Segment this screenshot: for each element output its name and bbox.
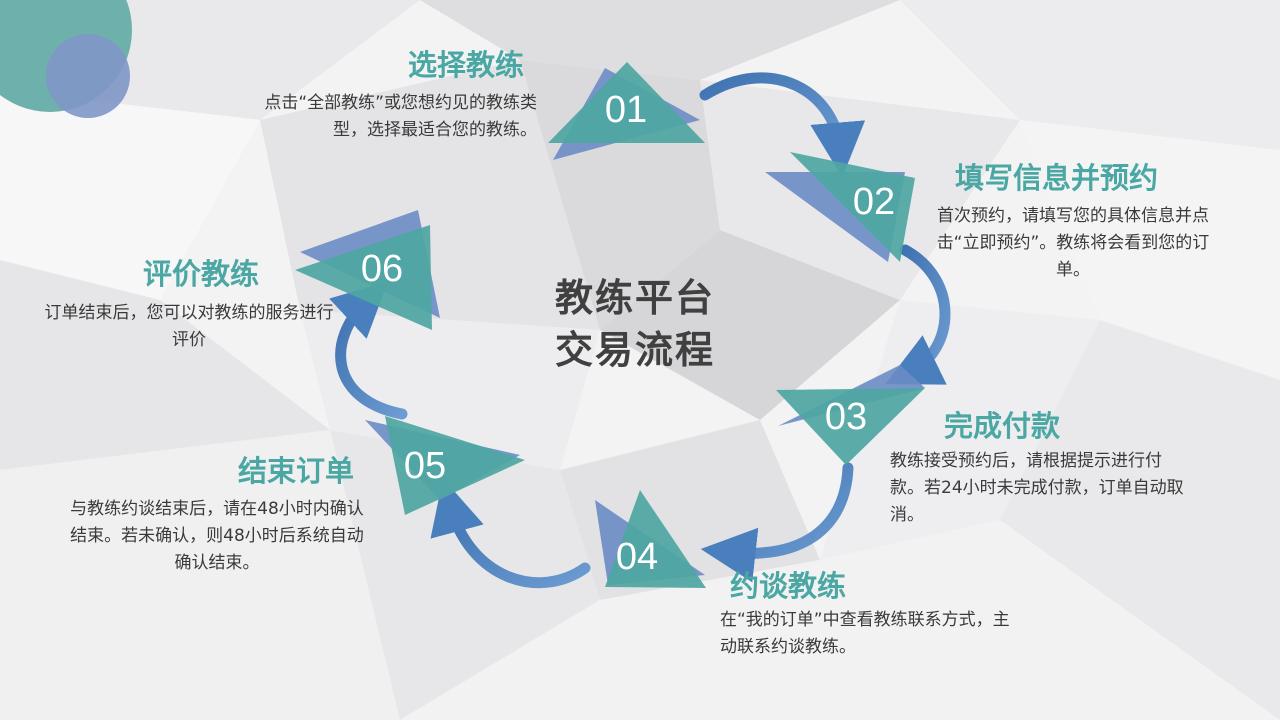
step-03-desc: 教练接受预约后，请根据提示进行付款。若24小时未完成付款，订单自动取消。	[890, 451, 1184, 525]
step-03-title: 完成付款	[944, 409, 1061, 443]
step-01-desc: 点击“全部教练”或您想约见的教练类型，选择最适合您的教练。	[264, 93, 537, 140]
step-04-desc: 在“我的订单”中查看教练联系方式，主动联系约谈教练。	[720, 610, 1010, 657]
step-06-number: 06	[360, 248, 404, 290]
step-06-shape	[295, 210, 440, 330]
step-01-title: 选择教练	[408, 48, 525, 82]
flow-arrows	[329, 72, 951, 589]
arrow-02-03	[885, 244, 951, 385]
step-02-number: 02	[852, 181, 896, 223]
arrow-05-06	[329, 281, 408, 420]
step-02-title: 填写信息并预约	[955, 161, 1159, 195]
step-03-number: 03	[824, 396, 868, 438]
title-line-2: 交易流程	[555, 328, 716, 372]
step-05-shape	[365, 416, 525, 515]
diagram-title: 教练平台 交易流程	[555, 272, 755, 376]
arrow-03-04	[700, 462, 854, 583]
title-line-1: 教练平台	[555, 276, 716, 320]
step-05-desc: 与教练约谈结束后，请在48小时内确认结束。若未确认，则48小时后系统自动确认结束…	[70, 499, 364, 573]
step-04-title: 约谈教练	[730, 569, 847, 603]
step-05-title: 结束订单	[238, 454, 355, 488]
step-04-number: 04	[615, 536, 659, 578]
step-01-number: 01	[604, 89, 648, 131]
step-01-shape	[548, 62, 705, 160]
step-06-title: 评价教练	[143, 257, 260, 291]
step-02-shape	[765, 152, 915, 262]
arrow-01-02	[699, 72, 866, 178]
step-03-shape	[776, 365, 925, 465]
step-04-shape	[595, 490, 706, 588]
step-06-desc: 订单结束后，您可以对教练的服务进行评价	[44, 303, 334, 350]
arrow-04-05	[430, 478, 591, 589]
step-05-number: 05	[403, 445, 447, 487]
decor-circle-blue	[46, 34, 130, 118]
step-02-desc: 首次预约，请填写您的具体信息并点击“立即预约”。教练将会看到您的订单。	[936, 206, 1210, 280]
